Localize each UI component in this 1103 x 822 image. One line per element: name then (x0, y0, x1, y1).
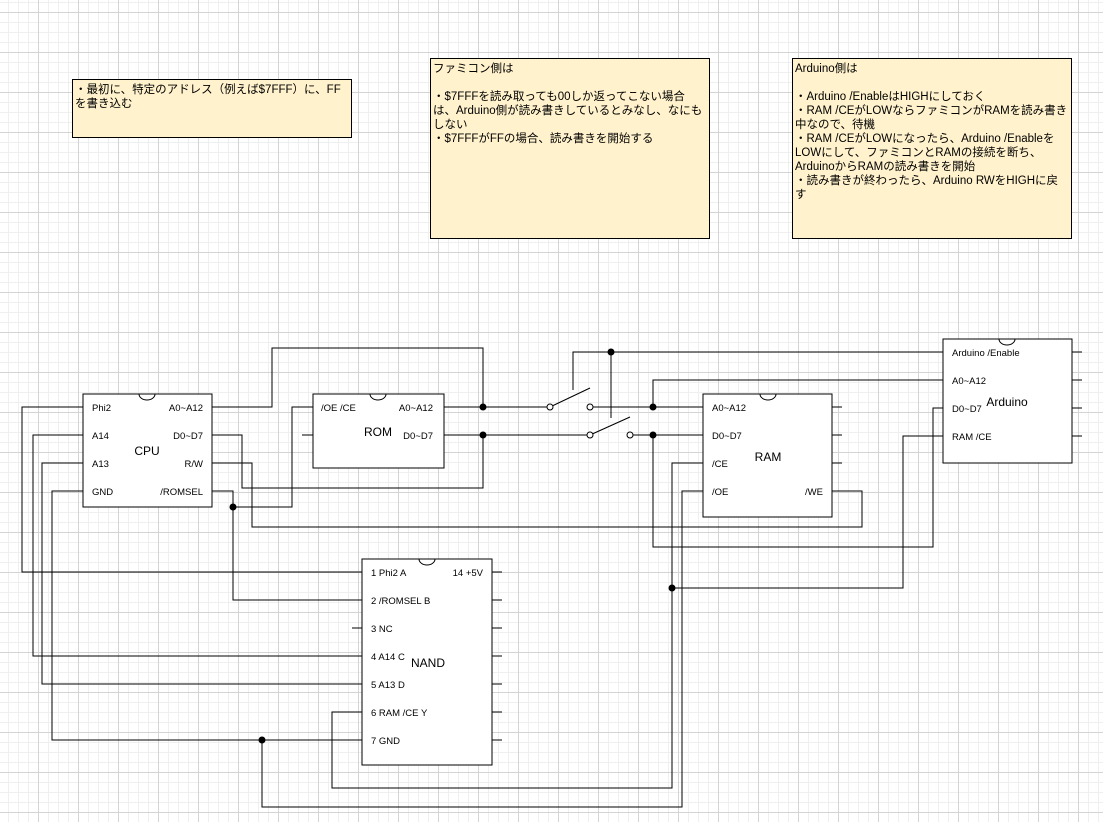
note-arduino-side[interactable]: Arduino側は ・Arduino /EnableはHIGHにしておく ・RA… (792, 58, 1072, 239)
pin-label: /ROMSEL (160, 487, 203, 498)
pin-label: A0~A12 (399, 403, 433, 414)
note-famicom-side[interactable]: ファミコン側は ・$7FFFを読み取っても00しか返ってこない場合は、Ardui… (430, 58, 710, 239)
chip-name: Arduino (986, 395, 1028, 409)
junction-dot (479, 403, 487, 411)
pin-label: /OE (712, 487, 728, 498)
junction-dot (479, 431, 487, 439)
pin-label: 6 RAM /CE Y (371, 708, 428, 719)
junction-dot (668, 584, 676, 592)
wire-data-bus (212, 434, 484, 489)
junction-dot (258, 736, 266, 744)
pin-label: Phi2 (92, 403, 111, 414)
wires (21, 347, 1082, 808)
pin-label: 1 Phi2 A (371, 568, 407, 579)
wire-romsel (212, 490, 362, 601)
wire-phi2 (21, 406, 362, 573)
chip-name: NAND (411, 656, 445, 670)
switch-contact (626, 431, 634, 439)
pin-label: R/W (185, 459, 204, 470)
pin-label: A13 (92, 459, 109, 470)
chip-rom[interactable]: /OE /CE A0~A12 D0~D7 ROM (312, 393, 445, 469)
wire-rw (212, 462, 863, 528)
switch-contact (586, 403, 594, 411)
pin-label: 3 NC (371, 624, 393, 635)
chip-arduino[interactable]: Arduino /Enable A0~A12 D0~D7 RAM /CE Ard… (942, 338, 1073, 464)
wire-a14 (32, 434, 362, 657)
chip-name: CPU (134, 444, 159, 458)
pin-label: 5 A13 D (371, 680, 405, 691)
chip-name: RAM (755, 450, 782, 464)
wire-arduino-address (652, 379, 943, 407)
junction-dot (229, 503, 237, 511)
chip-cpu[interactable]: Phi2 A14 A13 GND A0~A12 D0~D7 R/W /ROMSE… (82, 393, 213, 508)
pin-label: /OE /CE (321, 403, 356, 414)
pin-label: 4 A14 C (371, 652, 405, 663)
switch-contacts (546, 403, 634, 439)
pin-label: Arduino /Enable (952, 348, 1020, 359)
junction-dot (649, 403, 657, 411)
pin-label: D0~D7 (712, 431, 742, 442)
pin-label: GND (92, 487, 113, 498)
pin-label: A0~A12 (169, 403, 203, 414)
junction-dots (229, 348, 676, 744)
wire-ram-oe (261, 490, 703, 808)
pin-label: RAM /CE (952, 432, 992, 443)
wire-arduino-enable (572, 351, 943, 390)
pin-label: D0~D7 (952, 404, 982, 415)
junction-dot (649, 431, 657, 439)
pin-label: A0~A12 (712, 403, 746, 414)
chip-name: ROM (364, 425, 392, 439)
pin-label: A0~A12 (952, 376, 986, 387)
wire-address-bus (212, 347, 484, 408)
pin-label: D0~D7 (173, 431, 203, 442)
wire-a13 (41, 462, 362, 685)
pin-label: /CE (712, 459, 728, 470)
chip-ram[interactable]: A0~A12 D0~D7 /CE /OE /WE RAM (702, 393, 833, 518)
pin-label: A14 (92, 431, 109, 442)
pin-label: 2 /ROMSEL B (371, 596, 430, 607)
wire-ram-ce (331, 462, 703, 789)
wire-gnd (51, 490, 362, 741)
switch-contact (546, 403, 554, 411)
wire-arduino-data (652, 407, 943, 548)
chip-nand[interactable]: 1 Phi2 A 2 /ROMSEL B 3 NC 4 A14 C 5 A13 … (361, 558, 493, 766)
pin-label: /WE (805, 487, 823, 498)
junction-dot (607, 348, 615, 356)
pin-label: 7 GND (371, 736, 400, 747)
note-first-step[interactable]: ・最初に、特定のアドレス（例えば$7FFF）に、FFを書き込む (72, 79, 352, 138)
switch-contact (586, 431, 594, 439)
pin-label: D0~D7 (403, 431, 433, 442)
pin-label: 14 +5V (453, 568, 484, 579)
